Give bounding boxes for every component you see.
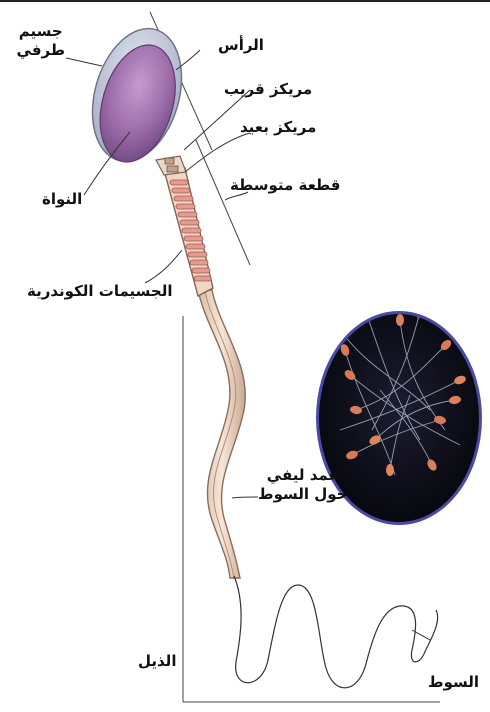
distal-centriole-label: مريكز بعيد xyxy=(240,118,316,137)
fibrous-sheath-label-line2: حول السوط xyxy=(258,485,347,504)
tail-label: الذيل xyxy=(138,652,176,671)
head-label: الرأس xyxy=(218,36,264,55)
tail-shaft xyxy=(198,290,245,578)
sperm-head xyxy=(78,18,196,172)
mitochondria-label: الجسيمات الكوندرية xyxy=(27,282,173,301)
proximal-centriole xyxy=(165,158,174,164)
acrosome-label-line2: طرفي xyxy=(17,41,65,60)
proximal-centriole-label: مريكز قريب xyxy=(224,80,312,99)
acrosome-label-line1: جسيم xyxy=(17,22,65,41)
flagellum-endpiece xyxy=(234,576,438,688)
acrosome-label: جسيم طرفي xyxy=(17,22,65,60)
middle-piece-label: قطعة متوسطة xyxy=(230,176,341,195)
nucleus-label: النواة xyxy=(42,190,82,209)
fibrous-sheath-label-line1: غمد ليفي xyxy=(258,466,347,485)
flagellum-label: السوط xyxy=(428,673,479,692)
distal-centriole xyxy=(167,166,178,172)
fibrous-sheath-label: غمد ليفي حول السوط xyxy=(258,466,347,504)
